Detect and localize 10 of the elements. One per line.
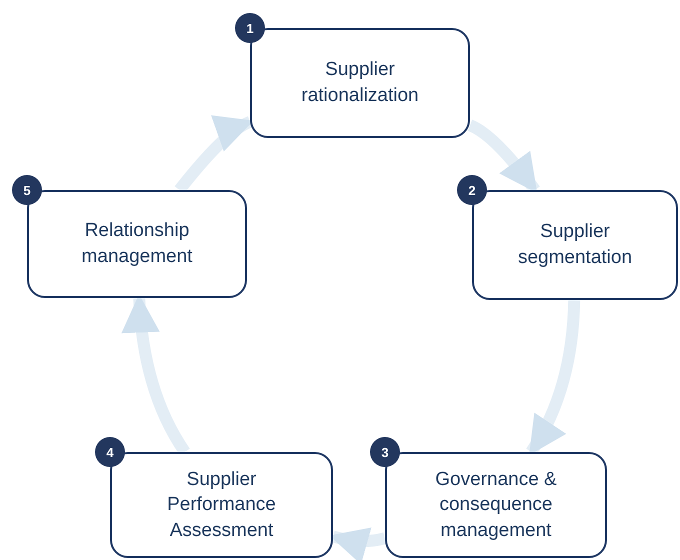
step-label: Supplier segmentation	[516, 220, 634, 270]
step-number-badge: 4	[95, 437, 125, 467]
step-number-badge: 2	[457, 175, 487, 205]
step-number-badge: 5	[12, 175, 42, 205]
step-label: Governance & consequence management	[434, 468, 558, 543]
step-label: Relationship management	[80, 219, 194, 269]
step-label: Supplier Performance Assessment	[166, 468, 277, 543]
step-number-badge: 1	[235, 13, 265, 43]
step-label: Supplier rationalization	[300, 58, 420, 108]
step-number-badge: 3	[370, 437, 400, 467]
